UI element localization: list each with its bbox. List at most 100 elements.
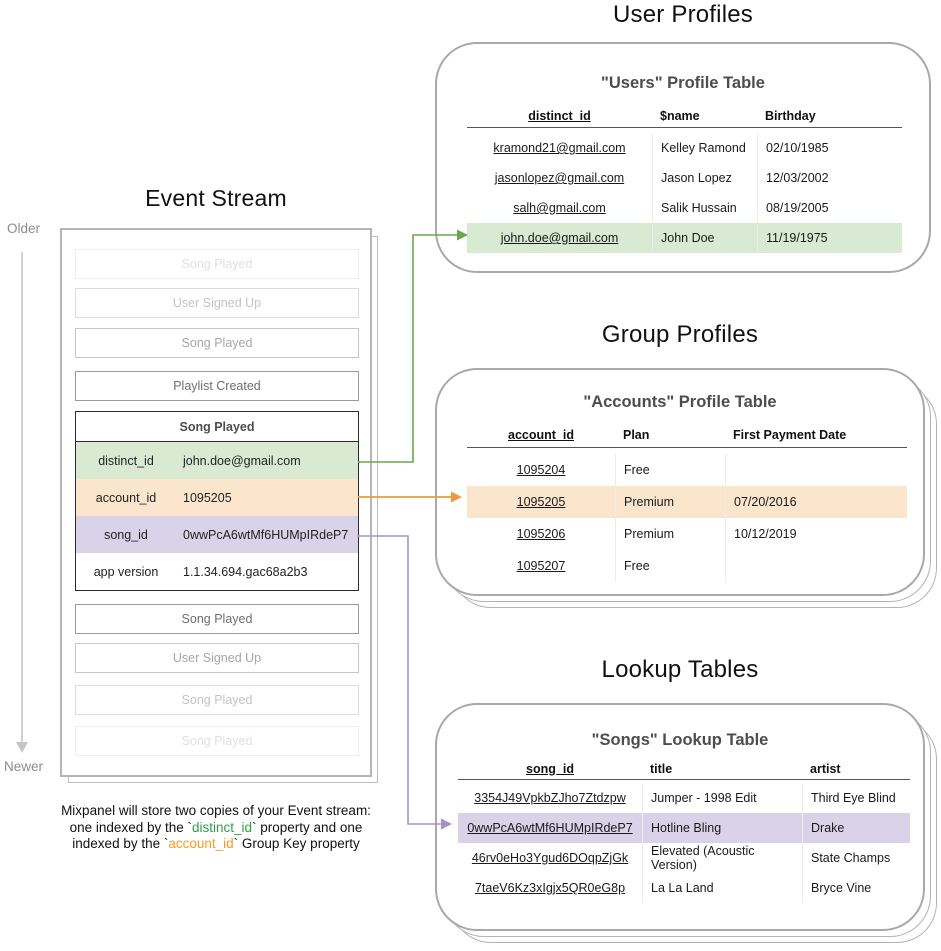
songs-lookup-card: "Songs" Lookup Table song_id title artis… xyxy=(435,703,925,931)
table-cell: Third Eye Blind xyxy=(802,783,910,813)
accounts-profile-card: "Accounts" Profile Table account_id Plan… xyxy=(435,368,925,596)
table-cell: Premium xyxy=(615,518,725,550)
table-cell: jasonlopez@gmail.com xyxy=(494,171,625,185)
table-cell: Free xyxy=(615,550,725,582)
timeline-arrow xyxy=(16,252,28,753)
event-item: Playlist Created xyxy=(75,371,359,401)
accounts-table: account_id Plan First Payment Date 10952… xyxy=(467,422,907,582)
table-cell: Kelley Ramond xyxy=(652,133,757,163)
highlighted-table-row: john.doe@gmail.com John Doe 11/19/1975 xyxy=(467,223,902,253)
table-cell: salh@gmail.com xyxy=(513,201,606,215)
caption-line1: Mixpanel will store two copies of your E… xyxy=(61,803,371,818)
table-row: 1095207 Free xyxy=(467,550,907,582)
table-cell: 1095204 xyxy=(516,463,566,477)
table-cell: 1095206 xyxy=(516,527,566,541)
table-cell: Jumper - 1998 Edit xyxy=(642,783,802,813)
songs-table: song_id title artist 3354J49VpkbZJho7Ztd… xyxy=(458,758,910,903)
table-cell: Elevated (Acoustic Version) xyxy=(642,843,802,873)
table-cell: Jason Lopez xyxy=(652,163,757,193)
users-table-title: "Users" Profile Table xyxy=(601,74,765,92)
column-header: First Payment Date xyxy=(733,427,847,442)
table-cell: John Doe xyxy=(652,223,757,253)
users-profile-card: "Users" Profile Table distinct_id $name … xyxy=(435,42,931,273)
table-cell: 0wwPcA6wtMf6HUMpIRdeP7 xyxy=(467,821,633,835)
table-cell: 46rv0eHo3Ygud6DOqpZjGk xyxy=(471,851,629,865)
group-profiles-title: Group Profiles xyxy=(601,321,759,348)
accounts-table-title: "Accounts" Profile Table xyxy=(583,393,777,411)
newer-label: Newer xyxy=(4,759,44,774)
table-row: jasonlopez@gmail.com Jason Lopez 12/03/2… xyxy=(467,163,902,193)
table-cell: john.doe@gmail.com xyxy=(500,231,619,245)
highlighted-table-row: 1095205 Premium 07/20/2016 xyxy=(467,486,907,518)
table-cell: Salik Hussain xyxy=(652,193,757,223)
table-cell: Bryce Vine xyxy=(802,873,910,903)
event-item: User Signed Up xyxy=(75,643,359,673)
table-cell: 11/19/1975 xyxy=(757,223,902,253)
table-cell: 1095205 xyxy=(516,495,566,509)
older-label: Older xyxy=(7,221,41,236)
event-property-account-id: account_id 1095205 xyxy=(76,479,358,516)
column-header: distinct_id xyxy=(528,108,591,123)
event-property-song-id: song_id 0wwPcA6wtMf6HUMpIRdeP7 xyxy=(76,516,358,553)
event-item: Song Played xyxy=(75,685,359,715)
event-item: Song Played xyxy=(75,726,359,756)
users-table: distinct_id $name Birthday kramond21@gma… xyxy=(467,104,902,253)
table-cell: 1095207 xyxy=(516,559,566,573)
event-item: User Signed Up xyxy=(75,288,359,318)
event-stream-panel: Song Played User Signed Up Song Played P… xyxy=(60,228,372,777)
event-detail-card: Song Played distinct_id john.doe@gmail.c… xyxy=(75,411,359,591)
caption-line2: one indexed by the `distinct_id` propert… xyxy=(69,819,363,835)
column-header: title xyxy=(650,761,673,776)
table-row: kramond21@gmail.com Kelley Ramond 02/10/… xyxy=(467,133,902,163)
property-value: 1.1.34.694.gac68a2b3 xyxy=(183,564,308,579)
users-table-header: distinct_id $name Birthday xyxy=(467,104,902,128)
table-cell: 12/03/2002 xyxy=(757,163,902,193)
table-row: 1095206 Premium 10/12/2019 xyxy=(467,518,907,550)
table-cell xyxy=(725,454,907,486)
column-header: account_id xyxy=(508,427,574,442)
column-header: artist xyxy=(810,761,841,776)
table-cell: State Champs xyxy=(802,843,910,873)
lookup-tables-title: Lookup Tables xyxy=(601,656,759,683)
table-cell: 08/19/2005 xyxy=(757,193,902,223)
property-value: 1095205 xyxy=(183,490,232,505)
table-cell: 3354J49VpkbZJho7Ztdzpw xyxy=(474,791,626,805)
table-row: 3354J49VpkbZJho7Ztdzpw Jumper - 1998 Edi… xyxy=(458,783,910,813)
event-item: Song Played xyxy=(75,328,359,358)
distinct-id-code: distinct_id xyxy=(191,819,253,835)
property-value: 0wwPcA6wtMf6HUMpIRdeP7 xyxy=(183,527,349,542)
user-profiles-title: User Profiles xyxy=(613,1,753,28)
property-key: distinct_id xyxy=(98,453,154,468)
event-property-distinct-id: distinct_id john.doe@gmail.com xyxy=(76,442,358,479)
property-key: account_id xyxy=(95,490,157,505)
songs-table-title: "Songs" Lookup Table xyxy=(591,731,769,749)
event-item: Song Played xyxy=(75,249,359,279)
table-cell: Drake xyxy=(802,813,910,843)
table-cell: 02/10/1985 xyxy=(757,133,902,163)
highlighted-table-row: 0wwPcA6wtMf6HUMpIRdeP7 Hotline Bling Dra… xyxy=(458,813,910,843)
table-cell: Premium xyxy=(615,486,725,518)
table-row: 1095204 Free xyxy=(467,454,907,486)
accounts-table-header: account_id Plan First Payment Date xyxy=(467,422,907,448)
songs-table-header: song_id title artist xyxy=(458,758,910,780)
table-cell: La La Land xyxy=(642,873,802,903)
table-cell: Free xyxy=(615,454,725,486)
caption-line3: indexed by the `account_id` Group Key pr… xyxy=(72,836,360,851)
caption: Mixpanel will store two copies of your E… xyxy=(20,803,412,853)
column-header: Birthday xyxy=(765,108,816,123)
property-key: song_id xyxy=(104,527,148,542)
event-item: Song Played xyxy=(75,604,359,634)
table-cell: kramond21@gmail.com xyxy=(493,141,626,155)
table-cell: 07/20/2016 xyxy=(725,486,907,518)
property-key: app version xyxy=(93,564,159,579)
table-cell xyxy=(725,550,907,582)
column-header: song_id xyxy=(526,761,574,776)
table-row: 46rv0eHo3Ygud6DOqpZjGk Elevated (Acousti… xyxy=(458,843,910,873)
table-cell: 10/12/2019 xyxy=(725,518,907,550)
event-property-app-version: app version 1.1.34.694.gac68a2b3 xyxy=(76,553,358,590)
account-id-code: account_id xyxy=(168,836,234,851)
column-header: $name xyxy=(660,108,700,123)
event-detail-title: Song Played xyxy=(76,412,358,442)
column-header: Plan xyxy=(623,427,650,442)
